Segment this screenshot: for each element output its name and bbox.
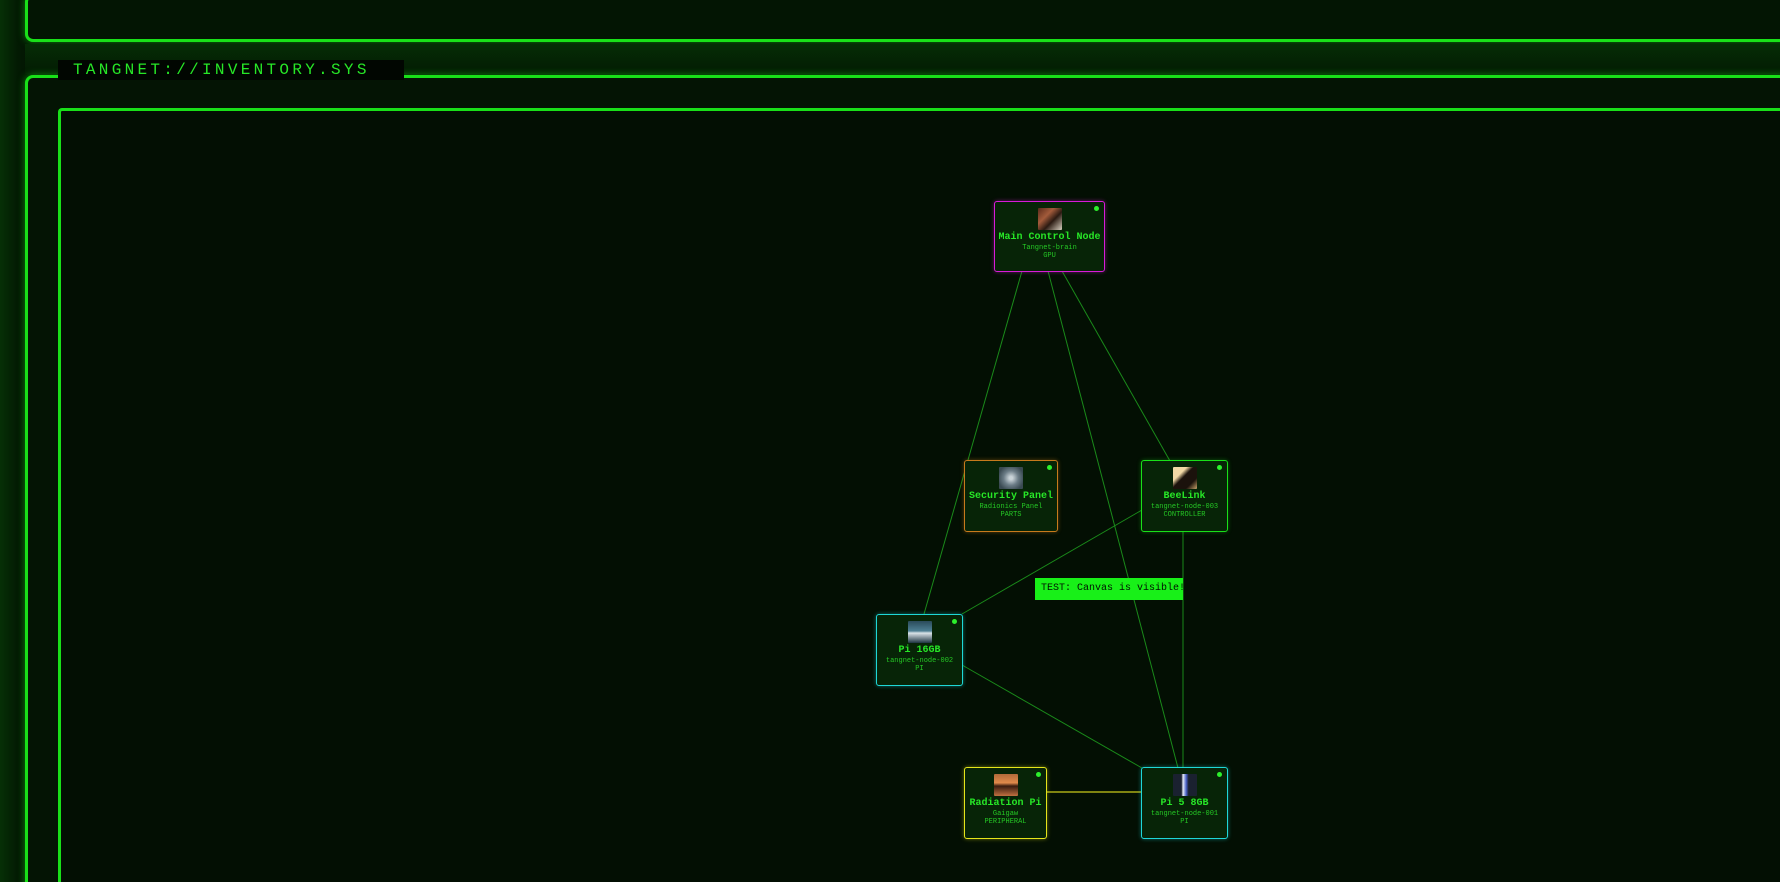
node-name: Security Panel — [968, 491, 1053, 502]
status-online-icon — [1217, 772, 1222, 777]
status-online-icon — [952, 619, 957, 624]
node-host: Gaigaw — [992, 810, 1019, 818]
node-radiation-pi[interactable]: Radiation Pi Gaigaw PERIPHERAL — [964, 767, 1047, 839]
node-role: PI — [915, 665, 924, 673]
node-name: Main Control Node — [998, 232, 1101, 243]
pi5-thumbnail-icon — [1172, 774, 1197, 796]
status-online-icon — [1036, 772, 1041, 777]
node-pi5[interactable]: Pi 5 8GB tangnet-node-001 PI — [1141, 767, 1228, 839]
node-role: GPU — [1043, 252, 1056, 260]
node-role: PERIPHERAL — [984, 818, 1027, 826]
status-online-icon — [1047, 465, 1052, 470]
network-canvas[interactable] — [58, 108, 1780, 882]
node-role: PI — [1180, 818, 1189, 826]
node-host: tangnet-node-003 — [1150, 503, 1219, 511]
node-name: Pi 16GB — [898, 645, 941, 656]
node-host: tangnet-node-001 — [1150, 810, 1219, 818]
status-online-icon — [1094, 206, 1099, 211]
beelink-thumbnail-icon — [1172, 467, 1197, 489]
status-online-icon — [1217, 465, 1222, 470]
node-pi16[interactable]: Pi 16GB tangnet-node-002 PI — [876, 614, 963, 686]
pi16-thumbnail-icon — [907, 621, 932, 643]
node-host: Tangnet-brain — [1022, 244, 1077, 252]
node-name: Pi 5 8GB — [1160, 798, 1209, 809]
test-banner: TEST: Canvas is visible! — [1035, 578, 1185, 600]
node-role: CONTROLLER — [1163, 511, 1206, 519]
top-panel — [25, 0, 1780, 42]
node-security-panel[interactable]: Security Panel Radionics Panel PARTS — [964, 460, 1058, 532]
node-name: Radiation Pi — [969, 798, 1042, 809]
security-panel-thumbnail-icon — [999, 467, 1023, 489]
node-host: Radionics Panel — [979, 503, 1043, 511]
main-control-thumbnail-icon — [1037, 208, 1062, 230]
radiation-pi-thumbnail-icon — [993, 774, 1018, 796]
node-role: PARTS — [1000, 511, 1022, 519]
node-name: BeeLink — [1163, 491, 1206, 502]
app-title: TANGNET://INVENTORY.SYS — [58, 60, 404, 80]
node-main-control[interactable]: Main Control Node Tangnet-brain GPU — [994, 201, 1105, 272]
node-beelink[interactable]: BeeLink tangnet-node-003 CONTROLLER — [1141, 460, 1228, 532]
node-host: tangnet-node-002 — [885, 657, 954, 665]
